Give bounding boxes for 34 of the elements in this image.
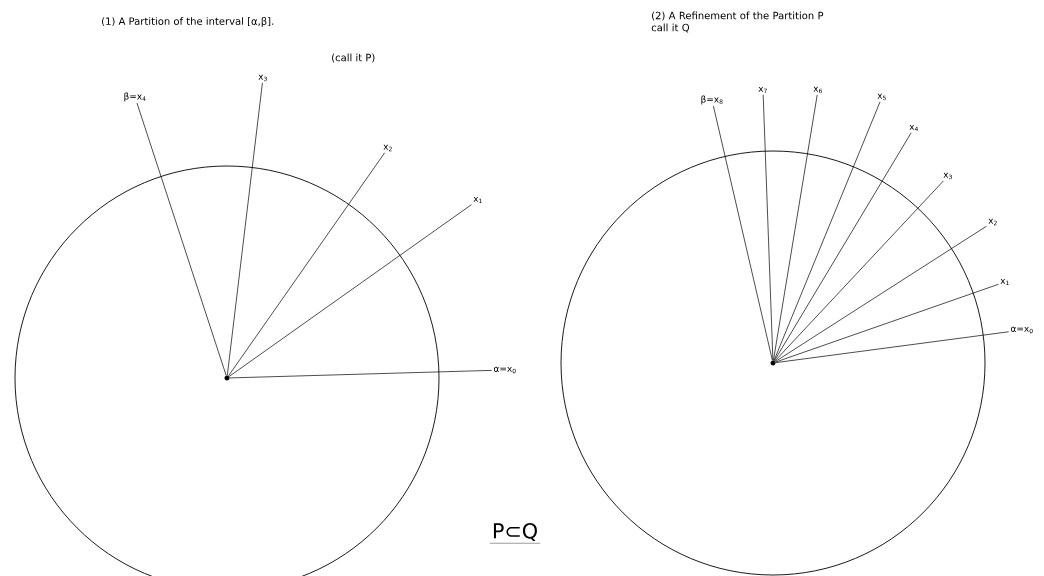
heading: (1) A Partition of the interval [α,β]. [102,17,274,27]
radius-line [229,370,493,379]
point-label: x$_{6}$ [813,86,822,94]
heading: (call it P) [332,53,375,63]
radius-line [228,204,472,377]
underlined-note: P⊂Q [489,523,541,544]
point-label: x$_{1}$ [473,196,482,204]
point-label: x$_{3}$ [258,74,267,82]
radius-line [136,102,227,376]
point-label: β=x$_{8}$ [701,95,723,105]
center-point [770,360,776,366]
point-label: x$_{7}$ [758,86,767,94]
point-label: x$_{2}$ [988,218,997,226]
point-label: β=x$_{4}$ [124,92,146,102]
radius-line [762,94,774,361]
radius-line [775,331,1010,363]
radius-line [774,225,987,362]
radius-line [228,152,385,377]
point-label: x$_{2}$ [383,144,392,152]
radius-line [713,105,773,361]
radius-line [774,180,944,362]
point-label: α=x$_{0}$ [1010,326,1033,334]
point-label: x$_{4}$ [909,124,918,132]
radius-line [773,94,818,361]
center-point [224,375,230,381]
point-label: x$_{3}$ [943,172,952,180]
point-label: α=x$_{0}$ [493,366,516,374]
point-label: x$_{5}$ [877,93,886,101]
radius-line [227,82,263,376]
heading: (2) A Refinement of the Partition P call it Q [651,11,824,33]
point-label: x$_{1}$ [1000,278,1009,286]
radius-line [774,132,912,362]
radius-line [773,101,881,361]
radius-line [775,283,999,363]
